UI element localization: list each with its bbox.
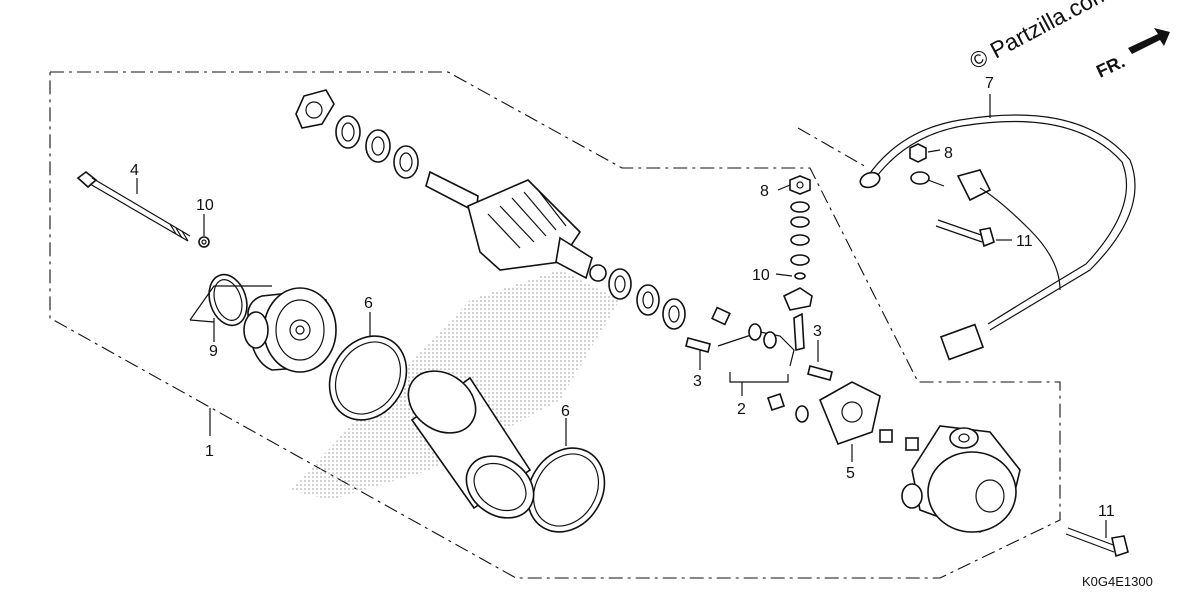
watermark-text: © Partzilla.com xyxy=(965,0,1114,74)
terminal-nut xyxy=(789,175,811,195)
front-arrow-icon xyxy=(1128,28,1170,54)
terminal-washers xyxy=(790,201,810,280)
callout-11-lower: 11 xyxy=(1098,503,1115,520)
ground-terminal xyxy=(910,171,945,187)
bolt-lower xyxy=(1065,527,1129,558)
callout-1: 1 xyxy=(205,443,214,460)
terminal-bolt xyxy=(793,312,805,352)
starter-cable xyxy=(859,114,1136,361)
diagram-code: K0G4E1300 xyxy=(1082,574,1153,589)
callout-4: 4 xyxy=(130,162,139,179)
callout-3-left: 3 xyxy=(693,373,702,390)
washer-10-left xyxy=(198,236,210,248)
upper-washers xyxy=(335,115,419,179)
callout-8-cable: 8 xyxy=(944,145,953,162)
callout-3-right: 3 xyxy=(813,323,822,340)
front-direction-label: FR. xyxy=(1093,51,1128,81)
callout-6-upper: 6 xyxy=(364,295,373,312)
brush-spring-right xyxy=(807,365,833,381)
bolt-upper xyxy=(935,219,995,248)
lock-plate xyxy=(295,89,335,129)
callout-2: 2 xyxy=(737,401,746,418)
callout-10-stack: 10 xyxy=(752,267,770,284)
cable-nut xyxy=(909,143,927,163)
front-cover xyxy=(243,287,337,373)
callout-10-left: 10 xyxy=(196,197,214,214)
front-direction-indicator: FR. xyxy=(1093,28,1170,82)
callouts: 1 2 3 3 4 5 6 6 7 8 8 9 10 10 11 11 xyxy=(130,75,1115,520)
long-bolt xyxy=(76,170,191,242)
assembly-boundary xyxy=(49,71,1061,579)
rear-cover xyxy=(901,425,1021,533)
lower-washers xyxy=(608,268,686,330)
callout-7: 7 xyxy=(985,75,994,92)
brush-spring-left xyxy=(685,337,711,353)
armature xyxy=(425,170,607,282)
brush-holder xyxy=(766,381,919,451)
callout-5: 5 xyxy=(846,465,855,482)
callout-8-stack: 8 xyxy=(760,183,769,200)
terminal-insulator xyxy=(782,287,813,311)
o-ring xyxy=(208,273,248,327)
callout-9: 9 xyxy=(209,343,218,360)
brush-wire-set xyxy=(711,306,795,367)
leader-lines xyxy=(136,94,1107,538)
callout-6-lower: 6 xyxy=(561,403,570,420)
seal-ring-lower xyxy=(526,447,606,533)
callout-11-upper: 11 xyxy=(1016,233,1033,250)
seal-ring-upper xyxy=(328,335,408,421)
yoke-housing xyxy=(407,370,535,519)
